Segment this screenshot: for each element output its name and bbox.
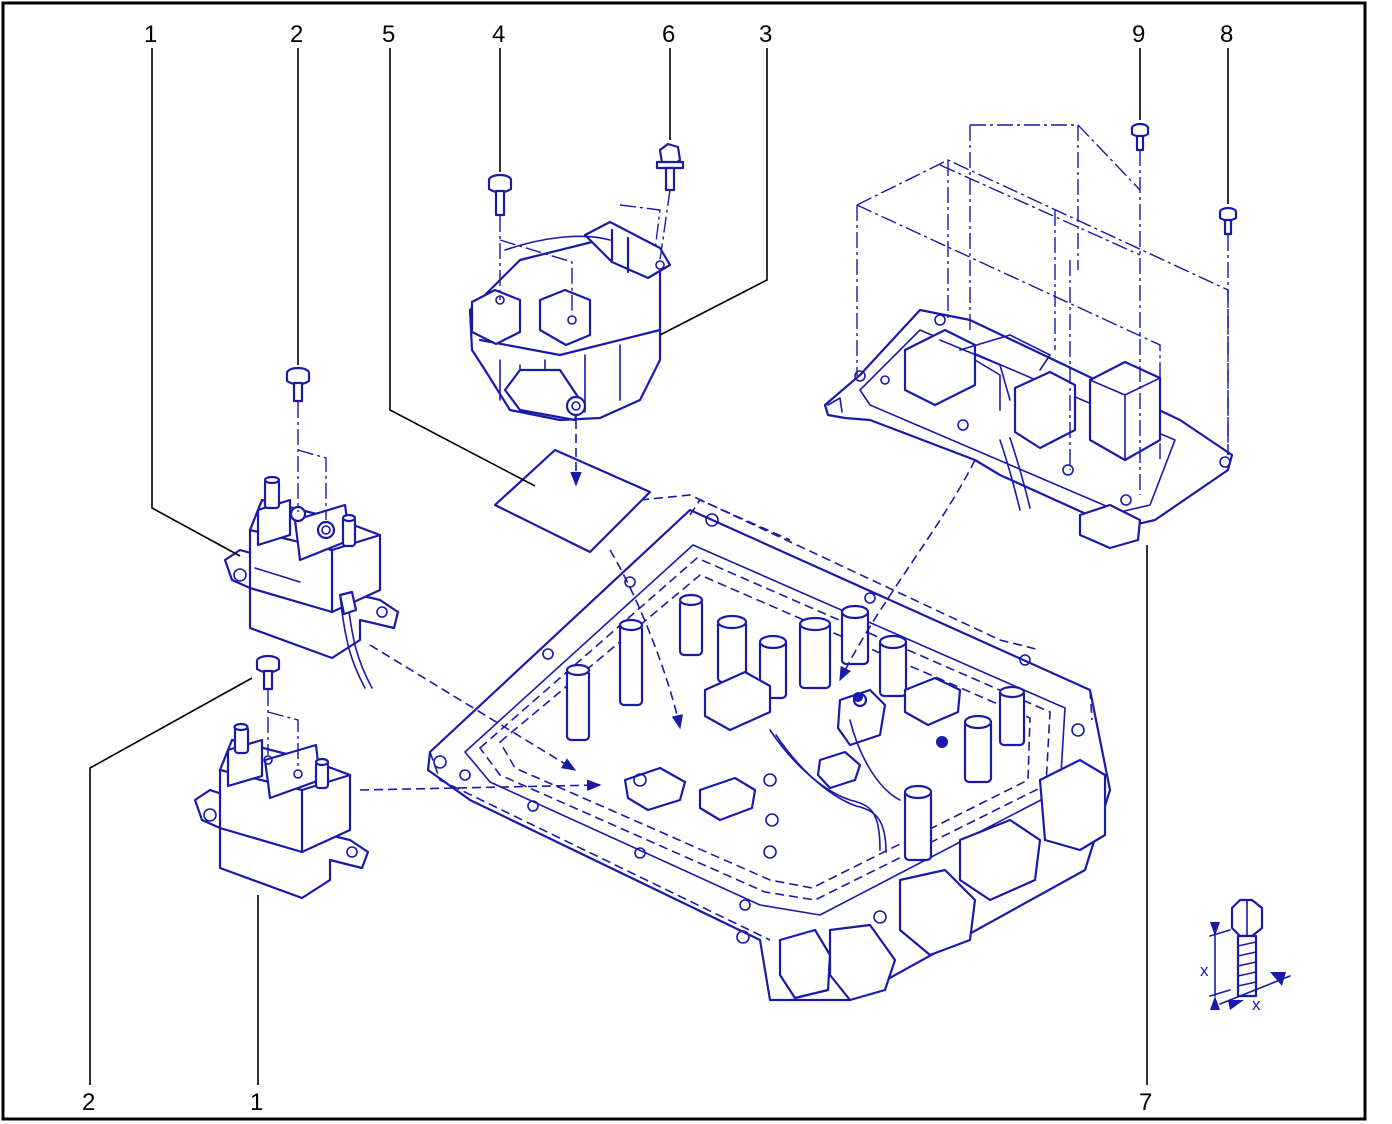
bolt-8 — [1218, 206, 1238, 236]
bolt-2-upper — [285, 366, 311, 403]
relay-upper-with-cable — [223, 475, 400, 689]
leader-2-bottom — [89, 677, 253, 1085]
torque-spec-legend: x x — [1200, 898, 1291, 1014]
bolt-2-lower — [255, 654, 281, 691]
callout-5: 5 — [382, 21, 395, 48]
bolt-9 — [1130, 122, 1150, 152]
torque-dim-angled: x — [1252, 995, 1261, 1014]
diagram-frame — [1, 1, 1367, 1121]
leader-5 — [389, 48, 536, 487]
leader-lines — [89, 48, 1229, 1085]
callout-4: 4 — [492, 21, 505, 48]
callout-7: 7 — [1139, 1089, 1152, 1116]
sensor-housing-3 — [468, 220, 672, 422]
module-projection-lines — [856, 124, 1229, 495]
valve-body-housing — [426, 494, 1112, 1002]
callout-2-top: 2 — [290, 21, 303, 48]
callout-9: 9 — [1132, 21, 1145, 48]
torque-dim-vertical: x — [1200, 961, 1209, 980]
relay-lower — [193, 722, 370, 900]
internal-components — [623, 670, 1107, 1002]
callout-1-bottom: 1 — [250, 1089, 263, 1116]
leader-1-top — [151, 48, 241, 557]
flange-bolt-holes — [433, 513, 1096, 944]
solenoid-valves — [565, 593, 1026, 862]
leader-3 — [659, 48, 768, 336]
bolt-4 — [487, 173, 513, 217]
callout-3: 3 — [759, 21, 772, 48]
gasket-5 — [493, 448, 652, 554]
assembly-arrows — [359, 459, 976, 792]
control-module-7 — [823, 308, 1234, 550]
callout-8: 8 — [1220, 21, 1233, 48]
bolt-6 — [655, 142, 685, 192]
callout-2-bottom: 2 — [82, 1089, 95, 1116]
callout-labels: 1 2 5 4 6 3 9 8 2 1 7 — [82, 21, 1233, 1116]
callout-1-top: 1 — [144, 21, 157, 48]
callout-6: 6 — [662, 21, 675, 48]
